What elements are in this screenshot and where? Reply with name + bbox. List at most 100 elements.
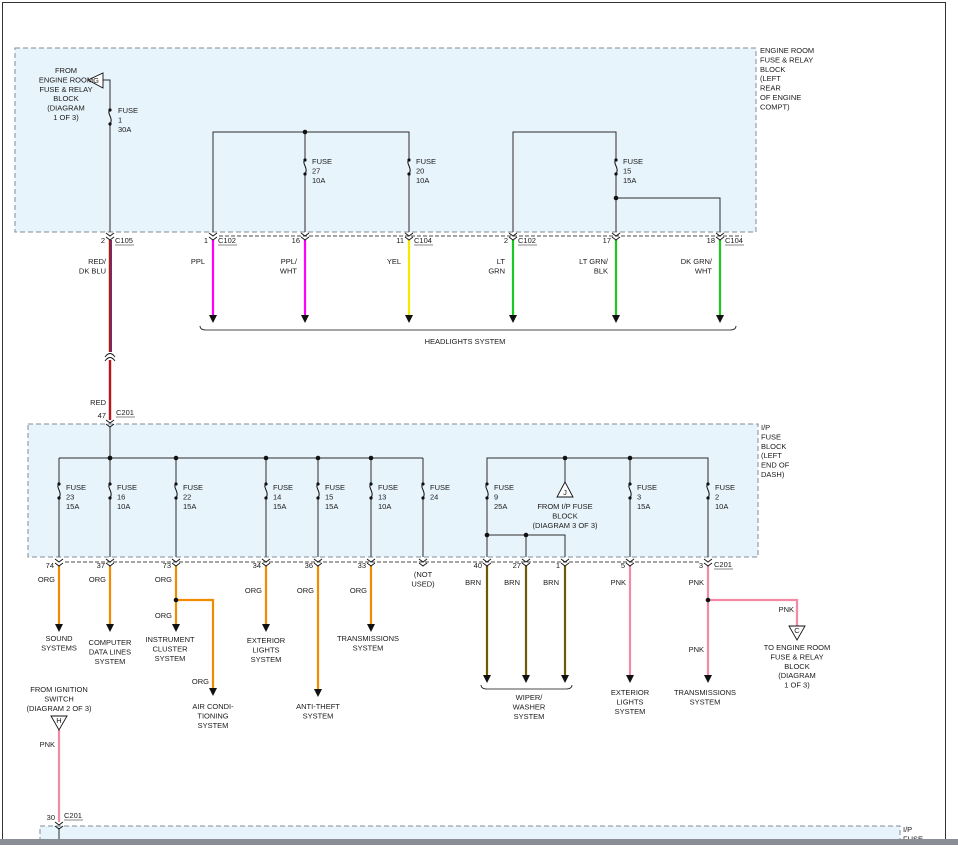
instrument-cluster-label-line: INSTRUMENT (145, 635, 195, 644)
exterior2-arrow (626, 675, 634, 683)
air-conditioning-label-line: SYSTEM (198, 721, 229, 730)
to-engine-room-label-line: BLOCK (784, 662, 809, 671)
wire-label-dk-grn-wht-line: DK GRN/ (681, 257, 713, 266)
ip-fuse-label-4-line: 15 (325, 493, 333, 502)
air-conditioning-label-line: TIONING (197, 712, 228, 721)
ip-pin-number-line: 33 (358, 561, 366, 570)
trans1-arrow (367, 624, 375, 632)
engine-connector-id: C102 (218, 236, 236, 245)
ip-connector-7 (521, 558, 531, 567)
ip-pin-number: 36 (305, 561, 313, 570)
ip-pin-number: 34 (253, 561, 261, 570)
sound-systems-label-line: SYSTEMS (41, 644, 77, 653)
engine-from-label-line: 1 OF 3) (53, 113, 79, 122)
fuse9-junction (484, 532, 490, 538)
ip-fuse-1-element (108, 483, 112, 499)
exterior-lights-2-label-line: EXTERIOR (611, 688, 650, 697)
transmissions-2-label-line: TRANSMISSIONS (674, 688, 736, 697)
engine-pin-number: 16 (292, 236, 300, 245)
c201-top-conn-line: C201 (116, 408, 134, 417)
ip-fuse-right-2-element (706, 483, 710, 499)
engine-connector-6 (715, 232, 725, 241)
sound-systems-label-line: SOUND (45, 634, 73, 643)
wire-label-brn-line: BRN (543, 578, 559, 587)
ip-connector-6 (482, 558, 492, 567)
wire-label-brn: BRN (543, 578, 559, 587)
wire-label-org: ORG (350, 586, 367, 595)
headlight-dk-grn-wht-arrow (716, 315, 724, 323)
ip-fuse-label-6-line: 24 (430, 493, 438, 502)
computer-data-lines-label-line: DATA LINES (89, 648, 131, 657)
engine-connector-4 (508, 232, 518, 241)
ip-fuse-5-element (369, 483, 373, 499)
wiper-washer-label-line: WASHER (513, 703, 546, 712)
wire-label-lt-grn-line: LT (497, 257, 506, 266)
transmissions-2-label-line: SYSTEM (690, 698, 721, 707)
ip-fuse-label-0-line: 15A (66, 502, 79, 511)
engine-block-label-line: REAR (760, 84, 781, 93)
to-engine-room-label-line: TO ENGINE ROOM (764, 643, 831, 652)
engine-connector-id: C104 (725, 236, 743, 245)
fuse-27-label-line: 27 (312, 167, 320, 176)
ip-fuse-label-4-line: FUSE (325, 483, 345, 492)
ip-fuse-right-label-2-line: 10A (715, 502, 728, 511)
engine-connector-id: C104 (414, 236, 432, 245)
ip-pin-number-line: 5 (621, 561, 625, 570)
wire-label-yel-line: YEL (387, 257, 401, 266)
j-marker-label-line: (DIAGRAM 3 OF 3) (532, 521, 598, 530)
engine-pin-number: 17 (603, 236, 611, 245)
wire-label-ppl-line: PPL (191, 257, 205, 266)
c-marker (788, 625, 806, 641)
wire-label-org-line: ORG (245, 586, 262, 595)
engine-connector-id: C105 (115, 236, 133, 245)
engine-connector-0 (105, 232, 115, 241)
fuse9-junction-b (523, 532, 529, 538)
j-marker-label-line: BLOCK (552, 512, 577, 521)
wire-label-org: ORG (245, 586, 262, 595)
to-engine-wire (708, 598, 799, 626)
c-marker-letter-line: C (794, 626, 800, 635)
fuse-15-engine-label-line: FUSE (623, 157, 643, 166)
engine-from-label-line: ENGINE ROOM (39, 75, 93, 84)
wire-label-ppl-wht-line: PPL/ (281, 257, 298, 266)
wire-label-org: ORG (155, 575, 172, 584)
wire-label-org-line: ORG (350, 586, 367, 595)
fuse-15-engine-element (614, 159, 618, 175)
headlights-system-label: HEADLIGHTS SYSTEM (425, 337, 506, 346)
ignition-connector-id-line: C201 (64, 811, 82, 820)
to-engine-room-label-line: FUSE & RELAY (770, 652, 823, 661)
headlights-brace (199, 325, 737, 331)
ip-fuse-6-element (421, 483, 425, 499)
ip-pin-number: 27 (513, 561, 521, 570)
instrument-junction (173, 597, 179, 603)
ip-fuse-right-label-2-line: FUSE (715, 483, 735, 492)
ip-block-label-line: DASH) (761, 470, 785, 479)
anti-theft-label-line: ANTI-THEFT (296, 702, 340, 711)
j-marker-label-line: FROM I/P FUSE (537, 502, 592, 511)
engine-pin-number: 2 (504, 236, 508, 245)
wire-label-pnk: PNK (689, 645, 704, 654)
g-marker (86, 72, 104, 89)
wire-label-ppl-wht: PPL/WHT (280, 257, 298, 276)
ip-fuse-right-label-0-line: 9 (494, 493, 498, 502)
ip-pin-number: 3 (699, 561, 703, 570)
ip-fuse-label-3-line: FUSE (273, 483, 293, 492)
ip-fuse-right-1-element (628, 483, 632, 499)
ip-block-label-line: BLOCK (761, 442, 786, 451)
engine-pin-number: 11 (396, 236, 404, 245)
wire-label-org: ORG (89, 575, 106, 584)
engine-pin-number-line: 2 (504, 236, 508, 245)
wire-label-org-line: ORG (155, 611, 172, 620)
ignition-pin-number: 30 (47, 813, 55, 822)
bottom-scrollbar[interactable] (0, 839, 958, 845)
wire-label-pnk: PNK (779, 605, 794, 614)
computer-arrow (106, 624, 114, 632)
